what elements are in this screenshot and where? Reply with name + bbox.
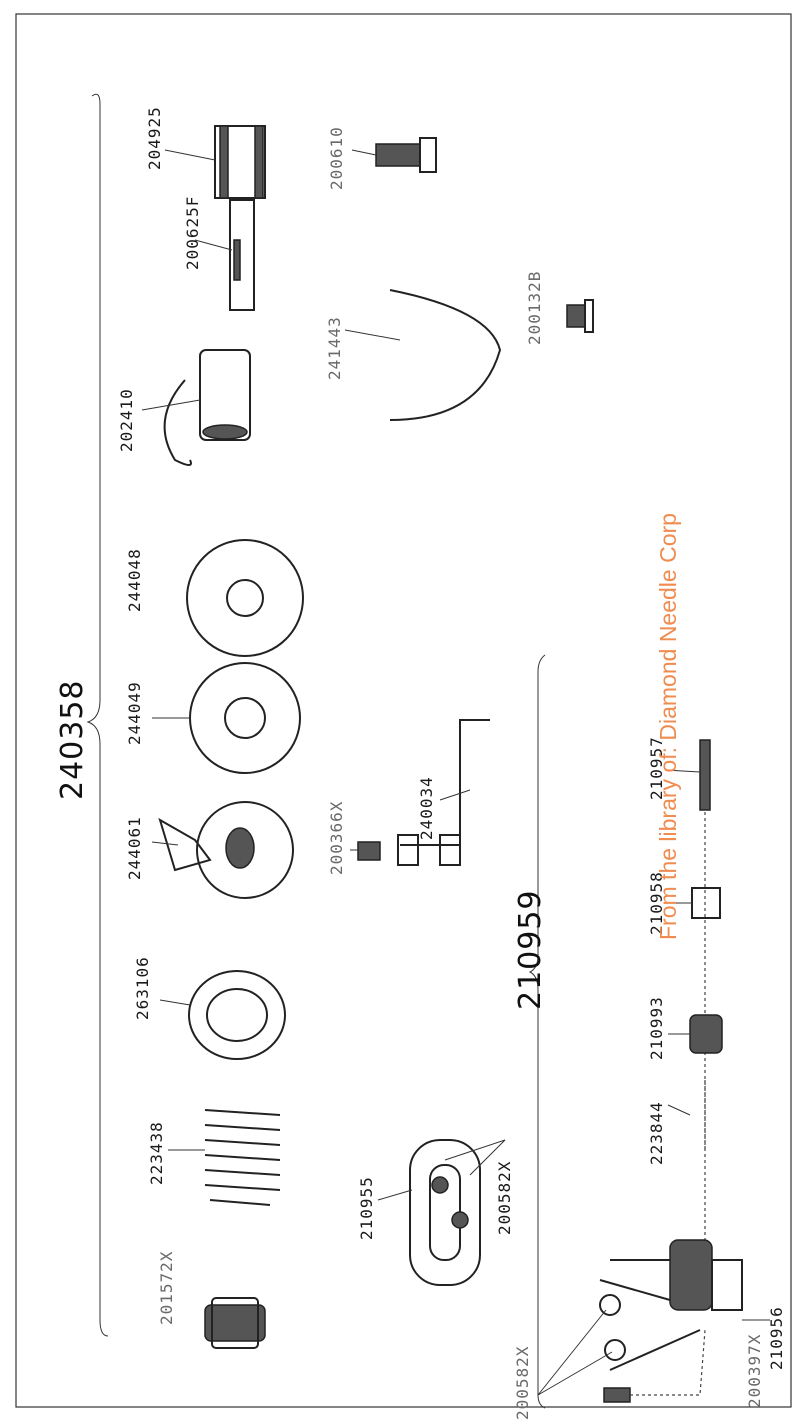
leader-200582x-a — [444, 1139, 506, 1176]
label-223844: 223844 — [647, 1101, 666, 1165]
label-202410: 202410 — [117, 388, 136, 452]
part-200132b — [566, 299, 594, 333]
part-223844 — [667, 1080, 706, 1150]
part-244049 — [152, 662, 301, 774]
part-200366x — [350, 841, 381, 861]
part-210993 — [668, 1014, 723, 1054]
label-204925: 204925 — [145, 106, 164, 170]
part-201572x — [204, 1297, 266, 1349]
part-210957 — [664, 739, 711, 811]
part-210958 — [665, 887, 721, 919]
label-200582x-a: 200582X — [495, 1161, 514, 1235]
library-watermark: From the library of: Diamond Needle Corp — [655, 513, 681, 940]
label-200582x-b: 200582X — [513, 1346, 532, 1419]
part-200610 — [351, 137, 437, 173]
part-240034 — [397, 719, 490, 866]
label-244049: 244049 — [125, 681, 144, 745]
part-202410 — [141, 349, 251, 466]
page-border — [15, 13, 792, 1408]
part-204925 — [164, 125, 266, 199]
part-210955 — [377, 1139, 481, 1286]
part-241443 — [344, 289, 502, 421]
leader-200582x-b — [537, 1309, 613, 1396]
label-210958: 210958 — [647, 871, 666, 935]
label-240034: 240034 — [417, 776, 436, 840]
label-201572x: 201572X — [157, 1251, 176, 1325]
label-210957: 210957 — [647, 736, 666, 800]
label-210956: 210956 — [767, 1306, 786, 1370]
part-244061 — [151, 801, 294, 899]
label-263106: 263106 — [133, 956, 152, 1020]
label-244061: 244061 — [125, 816, 144, 880]
part-200397x — [603, 1329, 706, 1403]
part-210956 — [599, 1239, 770, 1371]
label-200132b: 200132B — [525, 271, 544, 345]
part-244048 — [186, 539, 304, 657]
label-200366x: 200366X — [327, 801, 346, 875]
label-210993: 210993 — [647, 996, 666, 1060]
part-200625f — [194, 199, 255, 311]
label-223438: 223438 — [147, 1121, 166, 1185]
label-200397x: 200397X — [745, 1334, 764, 1408]
label-244048: 244048 — [125, 548, 144, 612]
sub-assembly-bracket — [528, 654, 546, 1409]
label-200610: 200610 — [327, 126, 346, 190]
main-assembly-bracket — [86, 93, 109, 1337]
label-210955: 210955 — [357, 1176, 376, 1240]
label-241443: 241443 — [325, 316, 344, 380]
label-200625f: 200625F — [183, 196, 202, 270]
main-assembly-number: 240358 — [55, 679, 90, 800]
sub-assembly-number: 210959 — [513, 889, 548, 1010]
part-223438 — [168, 1109, 281, 1206]
part-263106 — [159, 970, 286, 1060]
